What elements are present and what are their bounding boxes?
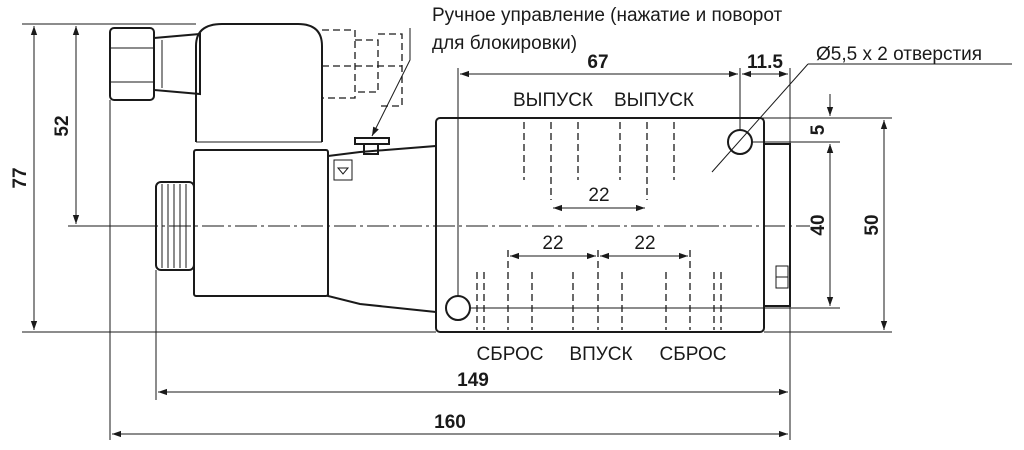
dim-body-length: 67 <box>587 52 608 73</box>
extension-lines <box>22 23 892 440</box>
end-cap-indicator <box>775 265 789 289</box>
dim-length-to-connector: 149 <box>457 370 489 391</box>
port-label-exhaust-right: СБРОС <box>660 344 727 365</box>
dim-total-height: 77 <box>10 167 31 188</box>
manual-override-button <box>354 137 390 155</box>
port-label-exhaust-left: СБРОС <box>477 344 544 365</box>
solenoid-assembly <box>109 23 437 314</box>
mounting-hole-bottom <box>445 295 471 321</box>
body-outline <box>435 117 765 333</box>
dim-hole-spacing: 40 <box>808 214 829 235</box>
port-label-outlet-right: ВЫПУСК <box>614 90 694 111</box>
dim-total-length: 160 <box>434 412 466 433</box>
dim-port-spacing-right: 22 <box>634 233 655 254</box>
dim-outlet-spacing: 22 <box>588 185 609 206</box>
port-channels <box>476 122 722 330</box>
adapter-plate <box>327 144 437 314</box>
connector-neck <box>153 32 201 96</box>
dim-hole-edge: 5 <box>808 124 829 135</box>
port-label-inlet: ВПУСК <box>569 344 632 365</box>
leader-lines <box>371 28 1012 173</box>
manual-control-note-line1: Ручное управление (нажатие и поворот <box>432 5 782 26</box>
valve-body <box>435 117 791 333</box>
end-cap <box>763 143 791 307</box>
coil-head <box>195 23 323 142</box>
manual-control-note-line2: для блокировки) <box>432 33 577 54</box>
mounting-holes-note: Ø5,5 x 2 отверстия <box>816 44 982 65</box>
port-label-outlet-left: ВЫПУСК <box>513 90 593 111</box>
dim-body-height: 50 <box>862 214 883 235</box>
dim-height-to-axis: 52 <box>52 115 73 136</box>
connector-plug <box>109 27 155 101</box>
dim-port-spacing-left: 22 <box>542 233 563 254</box>
coil-body <box>193 149 329 297</box>
coil-indicator <box>333 159 353 181</box>
dim-hole-offset: 11.5 <box>747 52 783 73</box>
connector-alt-outline <box>322 29 356 99</box>
dimension-lines <box>30 26 888 438</box>
